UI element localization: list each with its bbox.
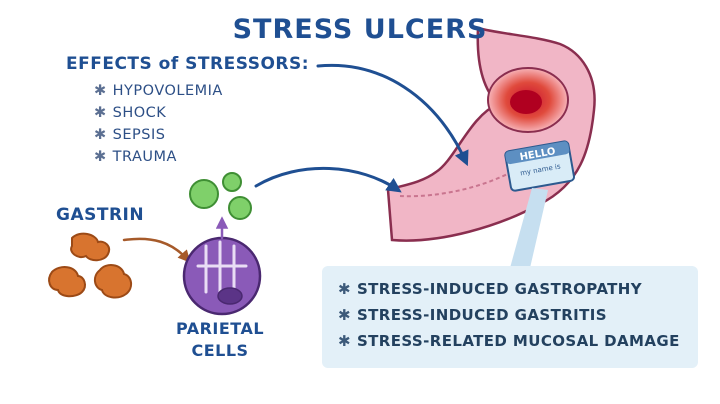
nucleus-icon	[217, 287, 243, 305]
asterisk-bullet-icon: ✱	[338, 332, 351, 350]
stressor-label: SHOCK	[112, 105, 167, 121]
term-label: STRESS-RELATED MUCOSAL DAMAGE	[356, 332, 680, 350]
stomach-illustration	[386, 26, 596, 242]
asterisk-bullet-icon: ✱	[94, 149, 107, 165]
asterisk-bullet-icon: ✱	[338, 306, 351, 324]
gastrin-to-parietal-arrow	[122, 237, 191, 263]
acid-bubble-icon	[189, 179, 219, 209]
acid-bubble-icon	[222, 172, 242, 192]
stressor-label: SEPSIS	[112, 127, 166, 143]
terms-box: ✱ STRESS-INDUCED GASTROPATHY ✱ STRESS-INDU…	[322, 266, 698, 368]
stomach-outline-icon	[386, 26, 596, 242]
parietal-label-line: PARIETAL	[175, 319, 265, 338]
asterisk-bullet-icon: ✱	[338, 280, 351, 298]
acid-bubble-icon	[228, 196, 252, 220]
parietal-cell-illustration	[182, 236, 262, 316]
acid-to-stomach-arrow	[254, 166, 402, 193]
asterisk-bullet-icon: ✱	[94, 127, 107, 143]
list-item: ✱ STRESS-INDUCED GASTROPATHY	[338, 276, 698, 302]
list-item: ✱ SEPSIS	[94, 124, 223, 146]
list-item: ✱ HYPOVOLEMIA	[94, 80, 223, 102]
term-label: STRESS-INDUCED GASTROPATHY	[356, 280, 643, 298]
list-item: ✱ SHOCK	[94, 102, 223, 124]
list-item: ✱ STRESS-RELATED MUCOSAL DAMAGE	[338, 328, 698, 354]
parietal-cells-label: PARIETAL CELLS	[170, 318, 270, 362]
parietal-label-line: CELLS	[191, 341, 249, 360]
list-item: ✱ STRESS-INDUCED GASTRITIS	[338, 302, 698, 328]
list-item: ✱ TRAUMA	[94, 146, 223, 168]
asterisk-bullet-icon: ✱	[94, 105, 107, 121]
stressor-label: HYPOVOLEMIA	[112, 83, 223, 99]
gastrin-molecules	[48, 232, 132, 299]
name-tag: HELLO my name is	[504, 140, 576, 192]
canaliculi-icon	[196, 240, 248, 296]
gastrin-label: GASTRIN	[56, 205, 145, 225]
page-title: STRESS ULCERS	[232, 14, 488, 45]
gastrin-molecule-icon	[94, 264, 132, 299]
stressors-heading: EFFECTS of STRESSORS:	[66, 54, 310, 74]
ulcer-core-icon	[510, 90, 542, 114]
terms-list: ✱ STRESS-INDUCED GASTROPATHY ✱ STRESS-INDU…	[322, 266, 698, 354]
asterisk-bullet-icon: ✱	[94, 83, 107, 99]
gastrin-molecule-icon	[70, 232, 110, 262]
term-label: STRESS-INDUCED GASTRITIS	[356, 306, 607, 324]
callout-wedge	[510, 188, 548, 268]
gastrin-molecule-icon	[48, 266, 86, 298]
stressors-list: ✱ HYPOVOLEMIA ✱ SHOCK ✱ SEPSIS ✱ TRAUMA	[94, 80, 223, 168]
stressors-to-stomach-arrow	[316, 63, 469, 167]
acid-bubbles	[189, 172, 252, 220]
stressor-label: TRAUMA	[112, 149, 177, 165]
